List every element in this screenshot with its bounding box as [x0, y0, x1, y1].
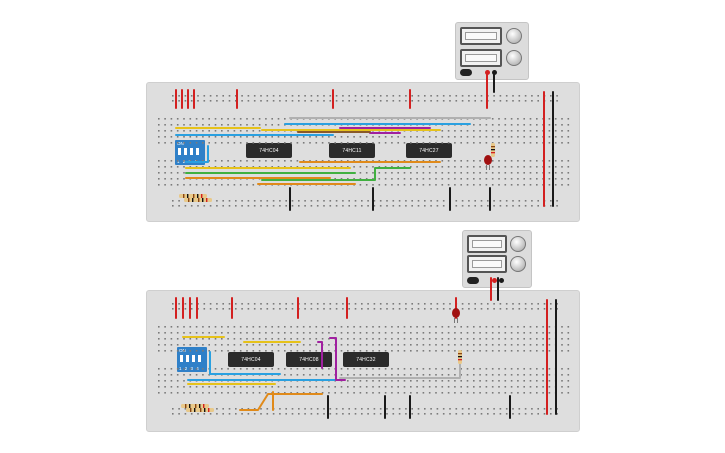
green-wire — [261, 167, 411, 181]
resistor-band — [201, 194, 203, 198]
power-switch[interactable] — [467, 277, 479, 284]
resistor-band — [491, 152, 495, 154]
resistor-band — [491, 146, 495, 148]
chip-74hc08-bottom[interactable]: 74HC08 — [286, 352, 332, 367]
resistor-band — [188, 198, 190, 202]
resistor-band — [208, 408, 210, 412]
breadboard-top[interactable] — [146, 82, 580, 222]
led-output-top — [484, 155, 492, 165]
voltage-knob-icon[interactable] — [510, 236, 526, 252]
resistor-band — [458, 353, 462, 355]
current-display — [460, 49, 502, 67]
chip-74hc04-top[interactable]: 74HC04 — [246, 143, 292, 158]
orange-wire — [239, 393, 323, 411]
positive-jack-icon[interactable] — [492, 278, 497, 283]
dip-switch-numbers: 1 2 3 4 — [179, 366, 200, 371]
blue-wire — [185, 145, 209, 163]
resistor-band — [491, 149, 495, 151]
power-rail-bottom-b — [172, 408, 558, 415]
negative-jack-icon[interactable] — [499, 278, 504, 283]
dip-switch-on-label: ON — [177, 141, 184, 146]
purple-wire — [329, 337, 346, 381]
chip-74hc11-top[interactable]: 74HC11 — [329, 143, 375, 158]
blue-wire — [209, 351, 281, 375]
voltage-knob-icon[interactable] — [506, 28, 522, 44]
resistor-band — [198, 198, 200, 202]
voltage-display — [467, 235, 507, 253]
power-supply-top[interactable] — [455, 22, 529, 80]
resistor-band — [200, 408, 202, 412]
power-rail-top-a — [172, 95, 558, 102]
resistor-band — [190, 408, 192, 412]
current-knob-icon[interactable] — [510, 256, 526, 272]
resistor-band — [203, 404, 205, 408]
power-rail-bottom-a — [172, 200, 558, 207]
resistor-band — [204, 408, 206, 412]
resistor-band — [185, 404, 187, 408]
power-switch[interactable] — [460, 69, 472, 76]
resistor-band — [193, 194, 195, 198]
resistor-band — [197, 194, 199, 198]
dip-switch-bottom[interactable]: ON 1 2 3 4 — [177, 347, 207, 372]
voltage-display — [460, 27, 502, 45]
resistor-band — [199, 404, 201, 408]
resistor-band — [206, 198, 208, 202]
current-display — [467, 255, 507, 273]
resistor-band — [189, 404, 191, 408]
gray-wire — [339, 357, 461, 379]
resistor-band — [458, 359, 462, 361]
current-knob-icon[interactable] — [506, 50, 522, 66]
led-output-bottom — [452, 308, 460, 318]
resistor-band — [194, 408, 196, 412]
chip-74hc04-bottom[interactable]: 74HC04 — [228, 352, 274, 367]
chip-74hc27-top[interactable]: 74HC27 — [406, 143, 452, 158]
purple-wire — [317, 341, 323, 369]
terminal-strip-upper-a — [158, 118, 570, 144]
resistor-band — [192, 198, 194, 202]
chip-74hc32-bottom[interactable]: 74HC32 — [343, 352, 389, 367]
resistor-band — [187, 194, 189, 198]
terminal-strip-upper-b — [158, 326, 570, 352]
resistor-band — [183, 194, 185, 198]
dip-switch-on-label: ON — [179, 348, 186, 353]
resistor-band — [202, 198, 204, 202]
resistor-band — [195, 404, 197, 408]
resistor-band — [458, 356, 462, 358]
power-rail-top-b — [172, 303, 558, 310]
